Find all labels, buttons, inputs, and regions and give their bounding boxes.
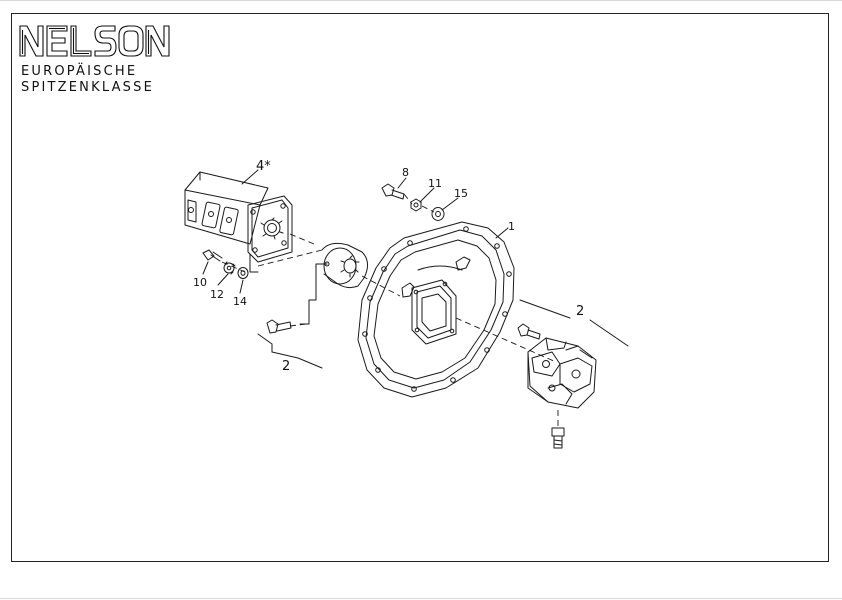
tagline-line-1: EUROPÄISCHE: [21, 64, 138, 79]
drawing-frame: [11, 13, 829, 562]
bolt-coupling-top: [517, 323, 541, 340]
bolt-8: [381, 183, 405, 200]
callout-1: 1: [508, 220, 515, 233]
hydraulic-pump: [184, 171, 293, 273]
bolt-coupling-bottom: [551, 427, 565, 449]
callout-12: 12: [210, 288, 224, 301]
callout-4: 4*: [256, 159, 271, 174]
washer-15: [431, 207, 445, 221]
callout-11: 11: [428, 177, 442, 190]
nut-11: [410, 198, 422, 212]
top-rule: [0, 0, 842, 1]
callout-14: 14: [233, 295, 247, 308]
bolt-left-lower: [266, 319, 292, 334]
bottom-rule: [0, 598, 842, 599]
lock-washer-12: [223, 261, 236, 275]
splined-coupling-hub: [299, 242, 368, 325]
flexible-coupling: [527, 337, 597, 409]
callout-2-left: 2: [282, 359, 290, 374]
callout-8: 8: [402, 166, 409, 179]
nelson-logo: [19, 25, 170, 57]
tagline-line-2: SPITZENKLASSE: [21, 80, 154, 95]
bolt-10: [202, 249, 223, 262]
callout-10: 10: [193, 276, 207, 289]
callout-15: 15: [454, 187, 468, 200]
bellhousing-adapter-plate: [357, 221, 515, 398]
callout-2-right: 2: [576, 304, 584, 319]
washer-14: [237, 267, 249, 279]
